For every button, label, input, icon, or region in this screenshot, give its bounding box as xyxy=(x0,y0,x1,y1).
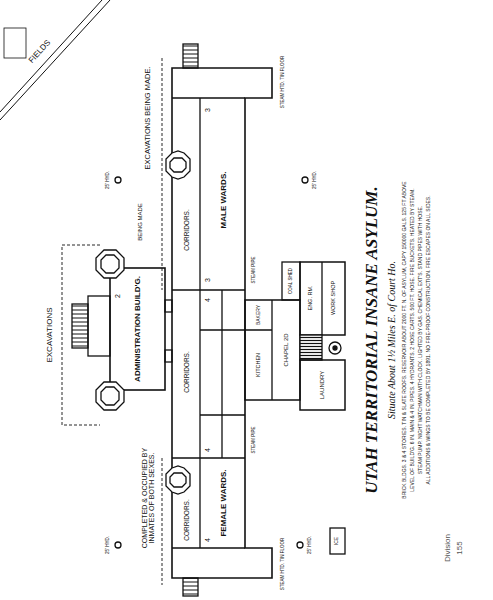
label-text: Division xyxy=(444,534,452,562)
administration-building: ADMINISTRATION BUILD'G. xyxy=(133,275,143,383)
room-name: FEMALE WARDS. xyxy=(220,469,228,536)
label-text: BEING MADE xyxy=(137,203,143,241)
room-name: CORRIDORS. xyxy=(184,351,191,393)
room-name: ENG. RM. xyxy=(308,285,314,310)
story-count: 4 xyxy=(204,448,211,452)
room-name: COAL SHED xyxy=(289,268,294,294)
label-text: EXCAVATIONS BEING MADE. xyxy=(144,67,152,170)
hydrant-label: 25' HYD. xyxy=(308,536,313,554)
label-text: 25' HYD. xyxy=(313,171,318,189)
room-name: ICE xyxy=(334,537,339,545)
ice-house: ICE xyxy=(333,536,340,546)
room-name: MALE WARDS. xyxy=(220,172,228,229)
corridor-wing: CORRIDORS. xyxy=(183,350,192,394)
label-text: 25' HYD. xyxy=(106,171,111,189)
label-text: STEAM HTD. TIN FLOOR xyxy=(281,56,286,108)
ward-wing: MALE WARDS. xyxy=(219,171,229,230)
room-name: CORRIDORS. xyxy=(184,209,191,251)
pipe-note: STEAM PIPE xyxy=(252,256,257,283)
stamp-text: Division xyxy=(444,534,452,562)
label-text: STEAM PUMP. NIGHT WATCHMAN WITH CLOCK. L… xyxy=(418,206,423,475)
label-text: STEAM HTD. TIN FLOOR xyxy=(281,538,286,590)
story-count: 4 xyxy=(204,538,211,542)
story-count: 3 xyxy=(204,278,211,282)
excavation-note: EXCAVATIONS xyxy=(46,307,54,362)
pipe-note: STEAM PIPE xyxy=(252,426,257,453)
label-text: 25' HYD. xyxy=(308,536,313,554)
heating-note: STEAM HTD. TIN FLOOR xyxy=(281,56,286,108)
stamp-text: 155 xyxy=(456,541,464,554)
laundry-room: LAUNDRY xyxy=(318,370,326,401)
label-text: EXCAVATIONS xyxy=(46,307,54,362)
title-text: UTAH TERRITORIAL INSANE ASYLUM. xyxy=(363,186,381,493)
room-name: ADMINISTRATION BUILD'G. xyxy=(134,276,142,382)
label-text: Situate About 1½ Miles E. of Court Ho. xyxy=(387,261,398,419)
fire-note: ALL ADDITIONS & WINGS TO BE COMPLETED BY… xyxy=(426,195,431,484)
label-text: 4 xyxy=(204,298,211,302)
room-name: KITCHEN xyxy=(256,353,262,377)
room-name: CHAPEL 2D xyxy=(283,333,289,366)
hydrant-label: 25' HYD. xyxy=(106,536,111,554)
engine-room: ENG. RM. xyxy=(307,284,315,311)
story-count: 2 xyxy=(114,294,121,298)
label-text: COMPLETED & OCCUPIED BY INMATES OF BOTH … xyxy=(141,438,156,558)
heating-note: STEAM HTD. TIN FLOOR xyxy=(281,538,286,590)
label-text: 3 xyxy=(204,108,211,112)
field-name: FIELDS xyxy=(28,39,53,65)
hydrant-label: 25' HYD. xyxy=(106,171,111,189)
label-text: FIELDS xyxy=(28,39,53,65)
label-text: STEAM PIPE xyxy=(252,426,257,453)
room-name: CORRIDORS. xyxy=(184,499,191,541)
ward-wing: FEMALE WARDS. xyxy=(219,468,229,537)
corridor-wing: CORRIDORS. xyxy=(183,208,192,252)
room-name: WORK SHOP xyxy=(331,281,337,315)
bakery-room: BAKERY xyxy=(255,304,262,326)
fire-note: BRICK BLDGS. 3 & 4 STORIES. TIN & SLATE … xyxy=(402,181,407,498)
kitchen-room: KITCHEN xyxy=(255,352,263,378)
coal-shed: COAL SHED xyxy=(288,267,295,295)
label-text: 4 xyxy=(204,448,211,452)
hydrant-label: 25' HYD. xyxy=(313,171,318,189)
label-text: LEVEL OF BUILD'G. 6 IN. MAIN & 4 IN. PIP… xyxy=(410,188,415,491)
work-shop: WORK SHOP xyxy=(330,280,338,316)
corridor-wing: CORRIDORS. xyxy=(183,498,192,542)
story-count: 3 xyxy=(204,108,211,112)
subtitle-note: Situate About 1½ Miles E. of Court Ho. xyxy=(387,261,398,419)
label-text: BRICK BLDGS. 3 & 4 STORIES. TIN & SLATE … xyxy=(402,181,407,498)
label-text: 4 xyxy=(204,538,211,542)
map-title: UTAH TERRITORIAL INSANE ASYLUM. xyxy=(363,186,381,493)
room-name: LAUNDRY xyxy=(319,371,325,400)
label-text: ALL ADDITIONS & WINGS TO BE COMPLETED BY… xyxy=(426,195,431,484)
label-text: 3 xyxy=(204,278,211,282)
label-text: STEAM PIPE xyxy=(252,256,257,283)
occupancy-note: COMPLETED & OCCUPIED BY INMATES OF BOTH … xyxy=(141,438,156,558)
excavation-note: BEING MADE xyxy=(137,203,143,241)
excavation-note: EXCAVATIONS BEING MADE. xyxy=(144,67,152,170)
fire-note: STEAM PUMP. NIGHT WATCHMAN WITH CLOCK. L… xyxy=(418,206,423,475)
label-text: 25' HYD. xyxy=(106,536,111,554)
label-text: 155 xyxy=(456,541,464,554)
label-text: 2 xyxy=(114,294,121,298)
chapel-room: CHAPEL 2D xyxy=(282,332,290,367)
story-count: 4 xyxy=(204,298,211,302)
fire-note: LEVEL OF BUILD'G. 6 IN. MAIN & 4 IN. PIP… xyxy=(410,188,415,491)
room-name: BAKERY xyxy=(256,305,261,325)
